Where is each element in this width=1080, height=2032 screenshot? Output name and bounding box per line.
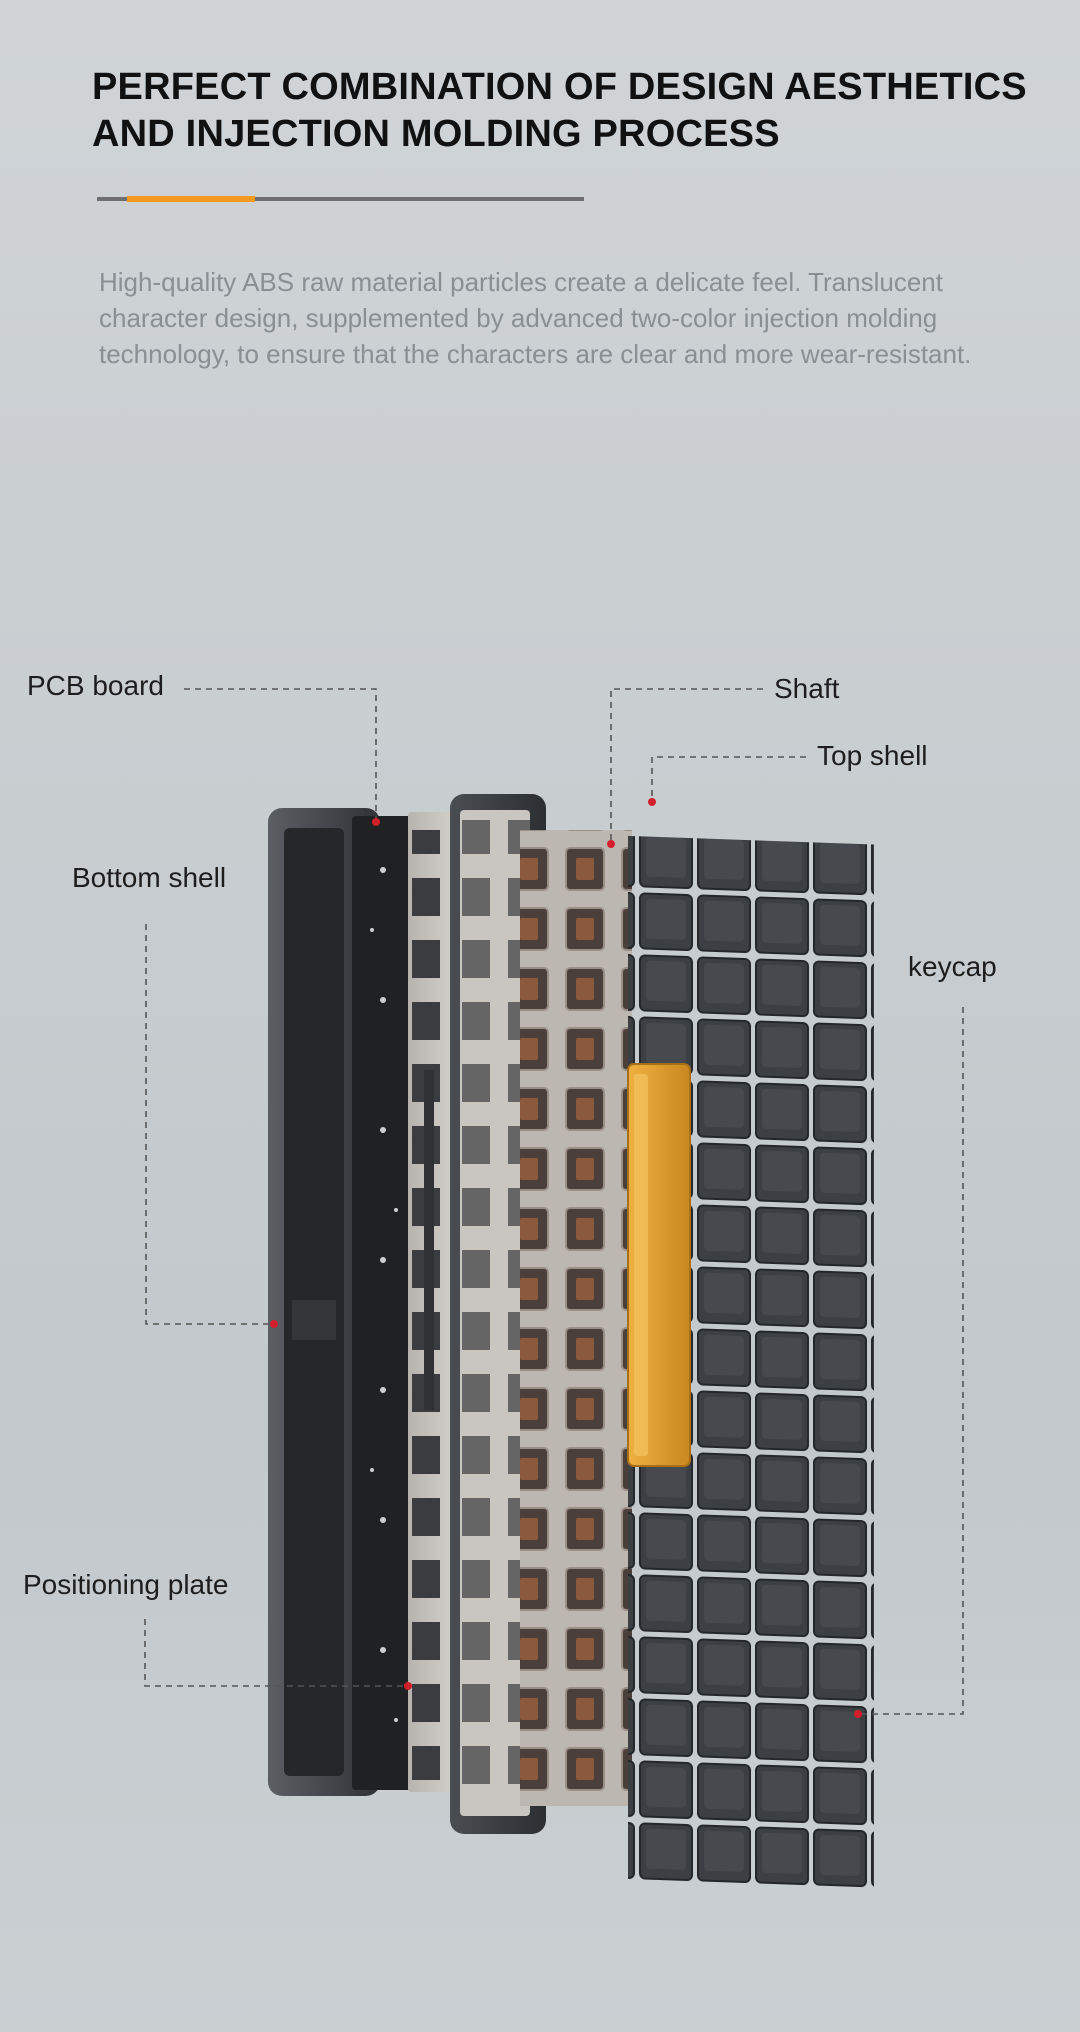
pcb-board-marker [372,818,380,826]
pcb-board-leader [184,688,377,822]
bottom-shell-leader [145,924,274,1325]
pcb-board-label: PCB board [27,670,164,701]
bottom-shell-marker [270,1320,278,1328]
positioning-plate-label: Positioning plate [23,1569,229,1600]
bottom-shell-label: Bottom shell [72,862,227,893]
top-shell-leader [651,756,806,802]
positioning-plate-leader [144,1619,408,1687]
shaft-leader [610,688,763,844]
top-shell-label: Top shell [817,740,928,771]
keycaps-shape [627,835,874,1889]
keycap-leader [858,1007,964,1715]
switches-shape [520,830,632,1806]
keycap-marker [854,1710,862,1718]
pcb-board-shape [352,816,414,1790]
positioning-plate-marker [404,1682,412,1690]
title-divider [97,196,584,202]
description-text: High-quality ABS raw material particles … [99,267,972,369]
keycap-label: keycap [908,951,997,982]
divider-track [97,197,584,201]
divider-accent [127,196,255,202]
page-title: PERFECT COMBINATION OF DESIGN AESTHETICS… [92,66,1027,155]
top-shell-marker [648,798,656,806]
shaft-marker [607,840,615,848]
shaft-label: Shaft [774,673,840,704]
